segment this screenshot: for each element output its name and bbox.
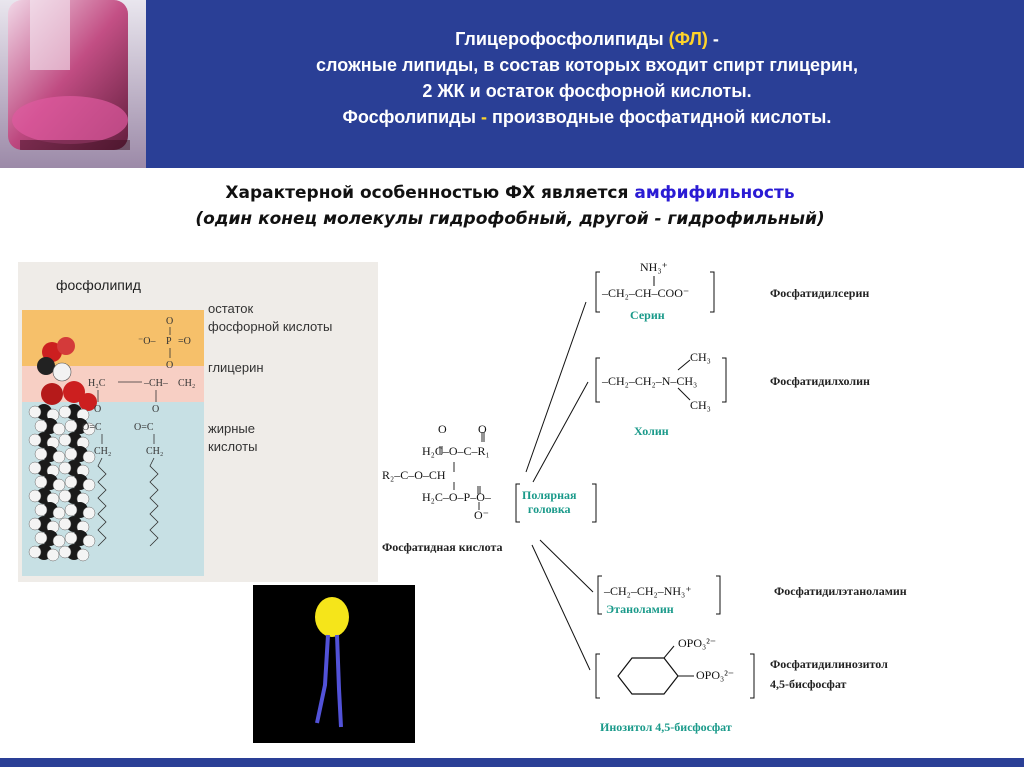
header-line-1-tail: - bbox=[707, 29, 719, 49]
phosphatidylcholine-label: Фосфатидилхолин bbox=[770, 374, 870, 388]
phosphatidylserine-label: Фосфатидилсерин bbox=[770, 286, 870, 300]
label-fatty-acids: жирные кислоты bbox=[208, 421, 258, 454]
svg-text:P: P bbox=[166, 336, 172, 347]
scheme-lines bbox=[439, 271, 755, 699]
choline-ch3-top: CH₃ bbox=[690, 350, 711, 364]
subtitle-line-1-main: Характерной особенностью ФХ является bbox=[225, 183, 635, 203]
subtitle-line-2: (один конец молекулы гидрофобный, другой… bbox=[195, 209, 825, 229]
header-band: Глицерофосфолипиды (ФЛ) - сложные липиды… bbox=[0, 0, 1024, 168]
svg-text:O: O bbox=[166, 316, 173, 327]
amphiphile-model-image bbox=[253, 585, 415, 743]
serine-formula: –CH₂–CH–COO⁻ bbox=[602, 286, 690, 300]
serine-label: Серин bbox=[630, 308, 665, 322]
label-glycerol: глицерин bbox=[208, 360, 264, 375]
subtitle-line-1-highlight: амфифильность bbox=[634, 183, 795, 203]
header-title: Глицерофосфолипиды (ФЛ) - сложные липиды… bbox=[150, 26, 1024, 130]
header-line-4-tail: производные фосфатидной кислоты. bbox=[486, 107, 832, 127]
structural-formula: O ⁻O– P =O O H₂C –CH– CH₂ O O O=C O=C CH… bbox=[82, 316, 195, 547]
pa-formula-line1: H₂C–O–C–R₁ bbox=[422, 444, 490, 458]
ethanolamine-formula: –CH₂–CH₂–NH₃⁺ bbox=[604, 584, 692, 598]
serine-nh3: NH₃⁺ bbox=[640, 260, 668, 274]
phosphatidic-acid-label: Фосфатидная кислота bbox=[382, 540, 503, 554]
pa-formula-line2: R₂–C–O–CH bbox=[382, 468, 446, 482]
inositol-label: Инозитол 4,5-бисфосфат bbox=[600, 720, 732, 734]
svg-text:–CH–: –CH– bbox=[143, 378, 169, 389]
footer-band bbox=[0, 758, 1024, 767]
subtitle: Характерной особенностью ФХ является амф… bbox=[150, 180, 870, 232]
tail-right bbox=[335, 634, 343, 728]
phosphatidylethanolamine-label: Фосфатидилэтаноламин bbox=[774, 584, 907, 598]
header-line-4-highlight: - bbox=[480, 107, 487, 127]
svg-text:=O: =O bbox=[178, 336, 191, 347]
svg-text:O=C: O=C bbox=[134, 422, 154, 433]
inositol-opo3-top: OPO₃²⁻ bbox=[678, 636, 717, 650]
svg-text:O: O bbox=[152, 404, 159, 415]
ethanolamine-label: Этаноламин bbox=[606, 602, 674, 616]
flask-image bbox=[0, 0, 146, 168]
header-line-1-main: Глицерофосфолипиды bbox=[455, 29, 669, 49]
header-line-4-main: Фосфолипиды bbox=[342, 107, 481, 127]
svg-text:CH₂: CH₂ bbox=[94, 446, 111, 457]
reaction-scheme: O O H₂C–O–C–R₁ R₂–C–O–CH H₂C–O–P–O– O⁻ П… bbox=[378, 250, 1024, 760]
svg-text:⁻O–: ⁻O– bbox=[138, 336, 157, 347]
svg-text:O=C: O=C bbox=[82, 422, 102, 433]
header-line-1: Глицерофосфолипиды (ФЛ) - bbox=[150, 26, 1024, 52]
inositol-opo3-bottom: OPO₃²⁻ bbox=[696, 668, 735, 682]
polar-head-shape bbox=[315, 597, 349, 637]
header-line-1-highlight: (ФЛ) bbox=[668, 29, 708, 49]
tail-left bbox=[315, 634, 330, 724]
header-line-2: сложные липиды, в состав которых входит … bbox=[315, 55, 858, 75]
svg-text:O: O bbox=[166, 360, 173, 371]
polar-head-label: Полярная головка bbox=[522, 488, 577, 516]
subtitle-line-1: Характерной особенностью ФХ является амф… bbox=[150, 180, 870, 206]
svg-text:CH₂: CH₂ bbox=[146, 446, 163, 457]
phospholipid-title: фосфолипид bbox=[56, 277, 141, 293]
svg-text:H₂C: H₂C bbox=[88, 378, 106, 389]
label-phosphate-residue: остаток фосфорной кислоты bbox=[208, 301, 333, 334]
pa-formula-o-minus: O⁻ bbox=[474, 508, 489, 522]
choline-formula: –CH₂–CH₂–N–CH₃ bbox=[602, 374, 698, 388]
header-line-3: 2 ЖК и остаток фосфорной кислоты. bbox=[422, 81, 752, 101]
choline-label: Холин bbox=[634, 424, 669, 438]
choline-ch3-bottom: CH₃ bbox=[690, 398, 711, 412]
svg-text:CH₂: CH₂ bbox=[178, 378, 195, 389]
pa-formula-top-o2: O bbox=[478, 422, 487, 436]
svg-text:O: O bbox=[94, 404, 101, 415]
phospholipid-diagram: O ⁻O– P =O O H₂C –CH– CH₂ O O O=C O=C CH… bbox=[18, 262, 378, 582]
pa-formula-top-o: O bbox=[438, 422, 447, 436]
phosphatidylinositol-label: Фосфатидилинозитол 4,5-бисфосфат bbox=[770, 657, 888, 691]
pa-formula-line3: H₂C–O–P–O– bbox=[422, 490, 491, 504]
space-filling-model bbox=[28, 337, 97, 562]
phospholipid-figure: O ⁻O– P =O O H₂C –CH– CH₂ O O O=C O=C CH… bbox=[18, 262, 378, 582]
header-line-4: Фосфолипиды - производные фосфатидной ки… bbox=[150, 104, 1024, 130]
